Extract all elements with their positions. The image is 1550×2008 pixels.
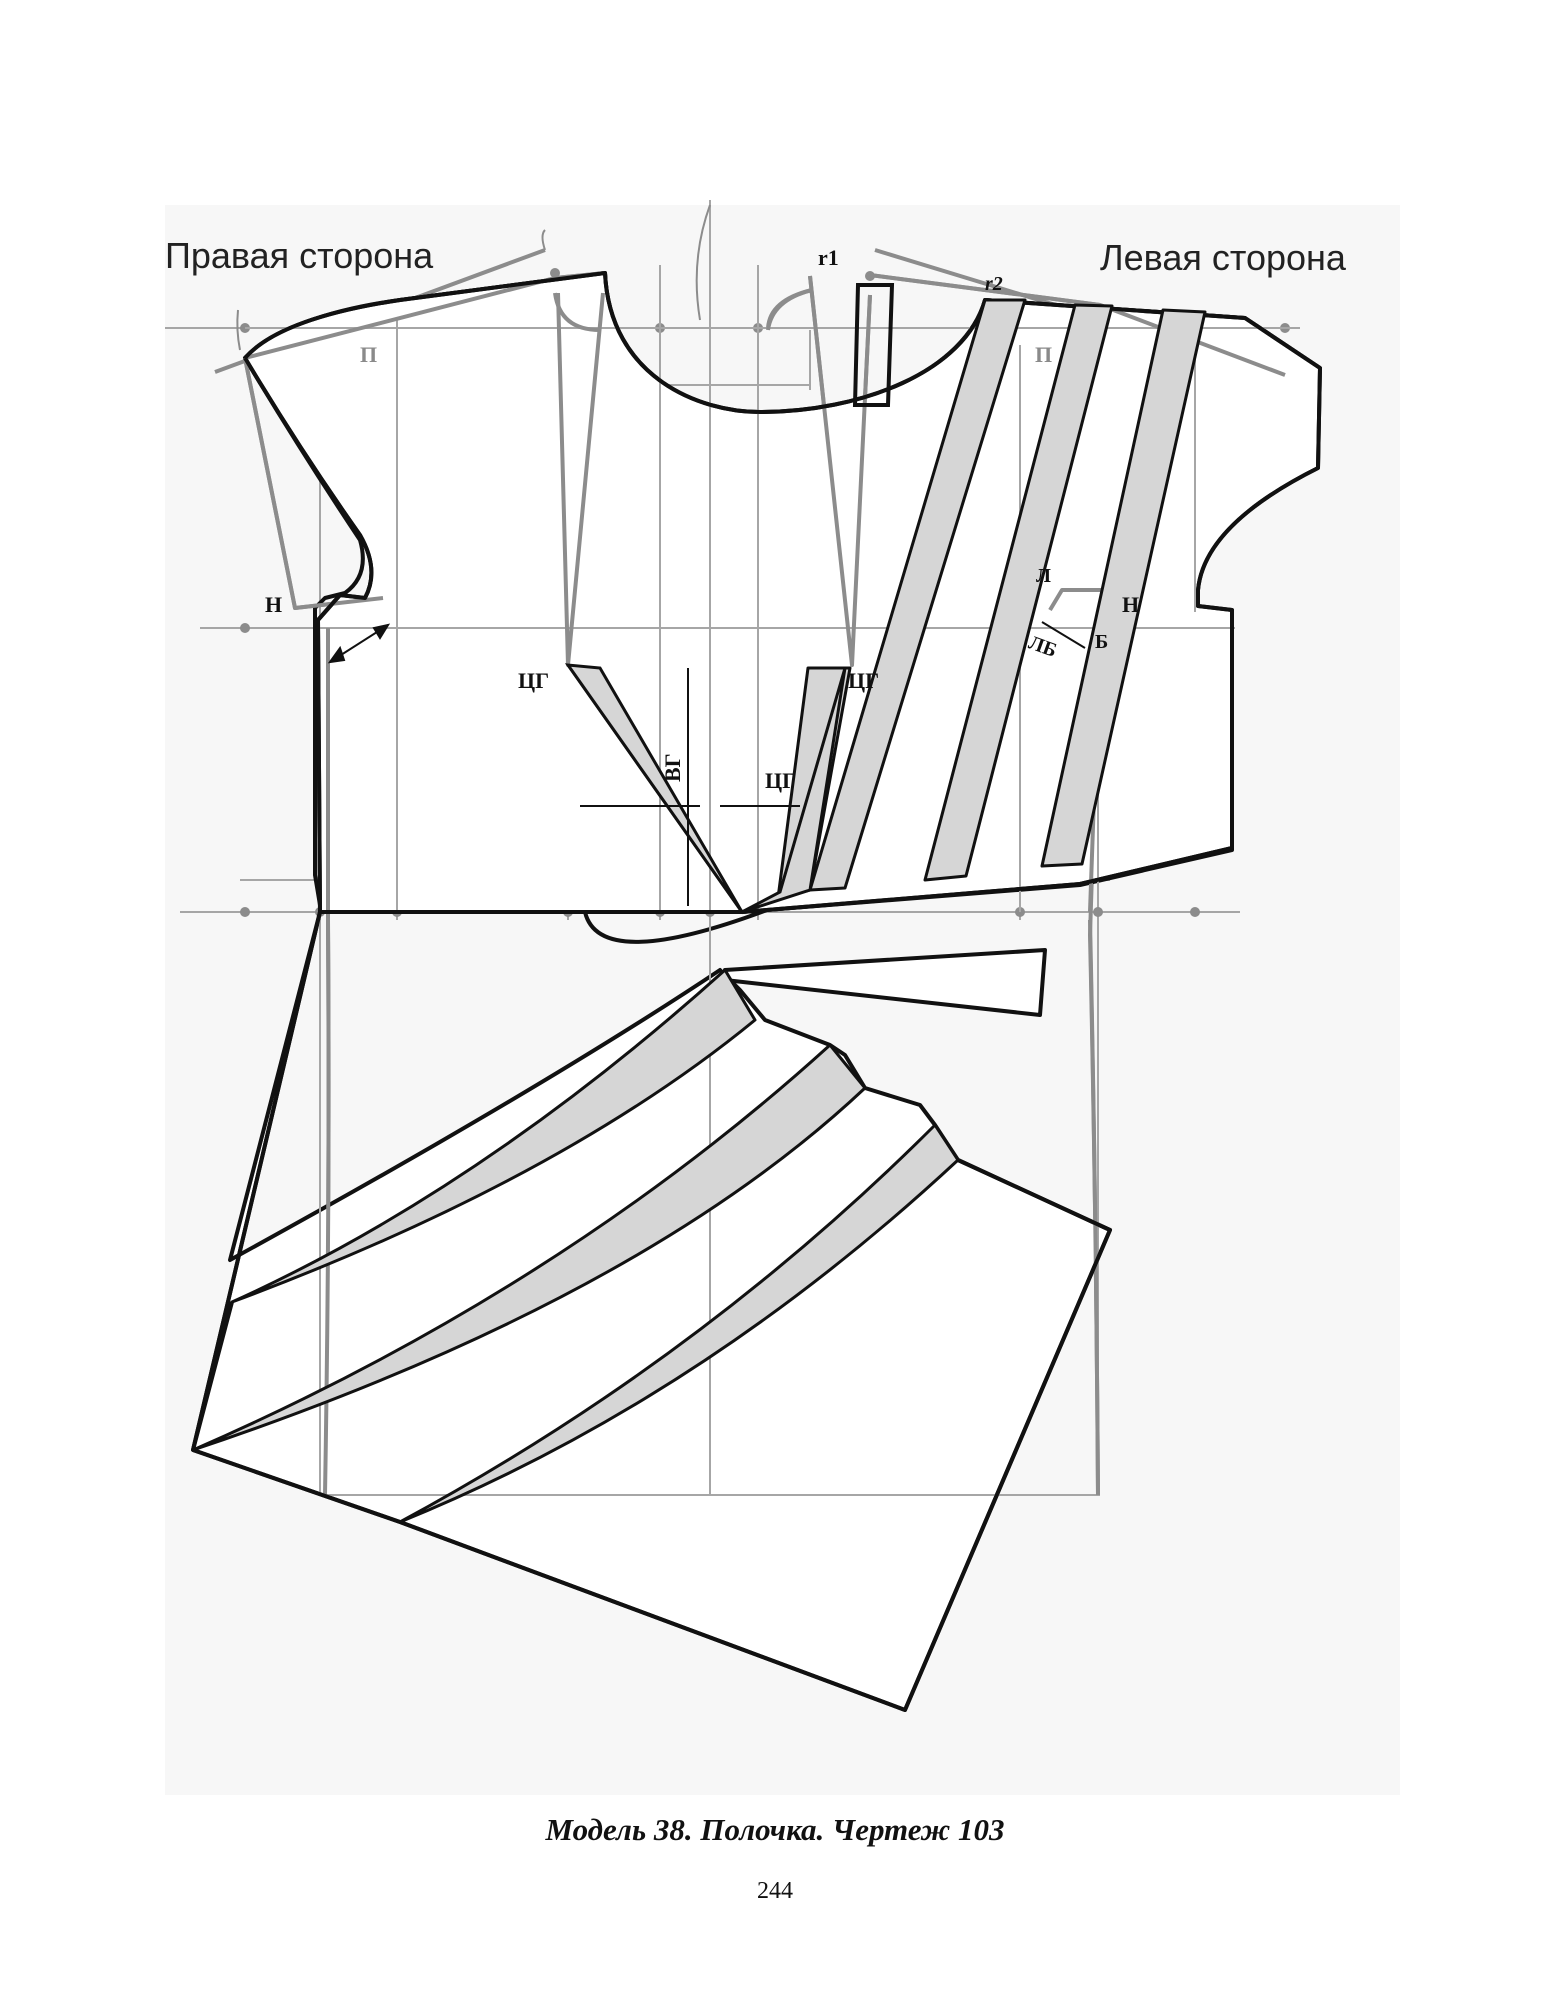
label-right-side: Правая сторона (165, 235, 434, 276)
figure-caption: Модель 38. Полочка. Чертеж 103 (545, 1812, 1005, 1847)
label-b: Б (1095, 631, 1108, 653)
label-l: Л (1036, 565, 1051, 587)
label-cg-right: ЦГ (848, 668, 879, 693)
guide-arcs (236, 204, 711, 351)
label-r2: r2 (985, 273, 1003, 295)
label-n-right: Н (265, 592, 282, 617)
page-number: 244 (757, 1878, 793, 1904)
label-p-right: П (360, 342, 377, 367)
skirt-edge (191, 911, 1112, 1712)
bodice-pleats (776, 298, 1207, 900)
measure-arrows (327, 621, 1086, 906)
label-vg: ВГ (660, 753, 685, 782)
label-p-left: П (1035, 342, 1052, 367)
dart-right (564, 663, 744, 913)
shoulder-strap (852, 283, 895, 407)
label-cg-mid: ЦГ (765, 768, 796, 793)
label-r1: r1 (818, 245, 839, 270)
bodice-edge (243, 271, 1322, 914)
label-n-left: Н (1122, 592, 1139, 617)
label-cg-left: ЦГ (518, 668, 549, 693)
label-left-side: Левая сторона (1100, 237, 1347, 278)
